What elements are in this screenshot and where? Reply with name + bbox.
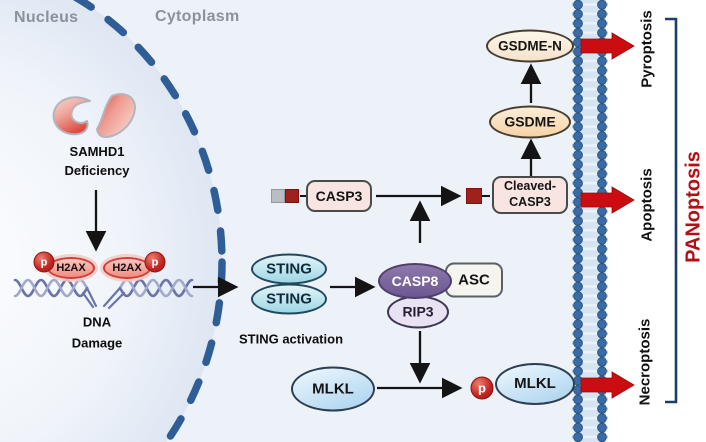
sting-bottom-node: STING [251, 283, 327, 315]
sting-top-node: STING [251, 253, 327, 285]
rip3-node: RIP3 [387, 295, 449, 329]
dna-damage-line2: Damage [71, 336, 123, 351]
gsdme-node: GSDME [489, 105, 571, 139]
casp3-node: CASP3 [306, 180, 372, 212]
phospho-badge-right: p [144, 251, 166, 273]
dna-damage-label: DNA Damage [72, 312, 123, 355]
samhd1-label-line2: Deficiency [64, 163, 130, 178]
phospho-badge-left: p [33, 251, 55, 273]
cleaved-casp3-line1: Cleaved- [503, 179, 557, 194]
cleaved-casp3-node: Cleaved- CASP3 [492, 176, 568, 214]
samhd1-label-line1: SAMHD1 [69, 144, 125, 160]
nucleus-label: Nucleus [14, 9, 79, 26]
dna-damage-line1: DNA [82, 314, 112, 330]
h2ax-right-node: H2AX [103, 257, 151, 279]
cleaved-casp3-line2: CASP3 [509, 195, 551, 209]
pathway-arrows [85, 63, 542, 399]
death-output-arrows [580, 32, 635, 399]
dna-helix-icon [13, 278, 194, 310]
plasma-membrane [572, 0, 608, 442]
necroptosis-label: Necroptosis [636, 318, 654, 406]
cytoplasm-label: Cytoplasm [155, 8, 240, 25]
casp3-prodomain-red-icon [285, 189, 299, 203]
apoptosis-arrow-icon [580, 186, 635, 214]
cleaved-casp3-domain-icon [466, 188, 482, 204]
pyroptosis-arrow-icon [580, 32, 635, 60]
asc-node: ASC [445, 262, 503, 298]
necroptosis-arrow-icon [580, 371, 635, 399]
mlkl-node: MLKL [291, 366, 375, 412]
samhd1-protein-icon [52, 93, 136, 139]
sting-activation-label: STING activation [238, 331, 344, 347]
phospho-badge-mlkl: p [470, 376, 494, 400]
apoptosis-label: Apoptosis [638, 168, 656, 242]
pyroptosis-label: Pyroptosis [638, 10, 656, 88]
gsdme-n-node: GSDME-N [486, 29, 574, 63]
h2ax-left-node: H2AX [47, 257, 95, 279]
phospho-mlkl-node: MLKL [495, 363, 575, 405]
panoptosis-bracket [665, 17, 678, 404]
casp8-node: CASP8 [378, 263, 452, 299]
samhd1-deficiency-label: SAMHD1 Deficiency [64, 143, 129, 181]
casp3-prodomain-gray-icon [271, 189, 285, 203]
panoptosis-label: PANoptosis [682, 151, 705, 263]
